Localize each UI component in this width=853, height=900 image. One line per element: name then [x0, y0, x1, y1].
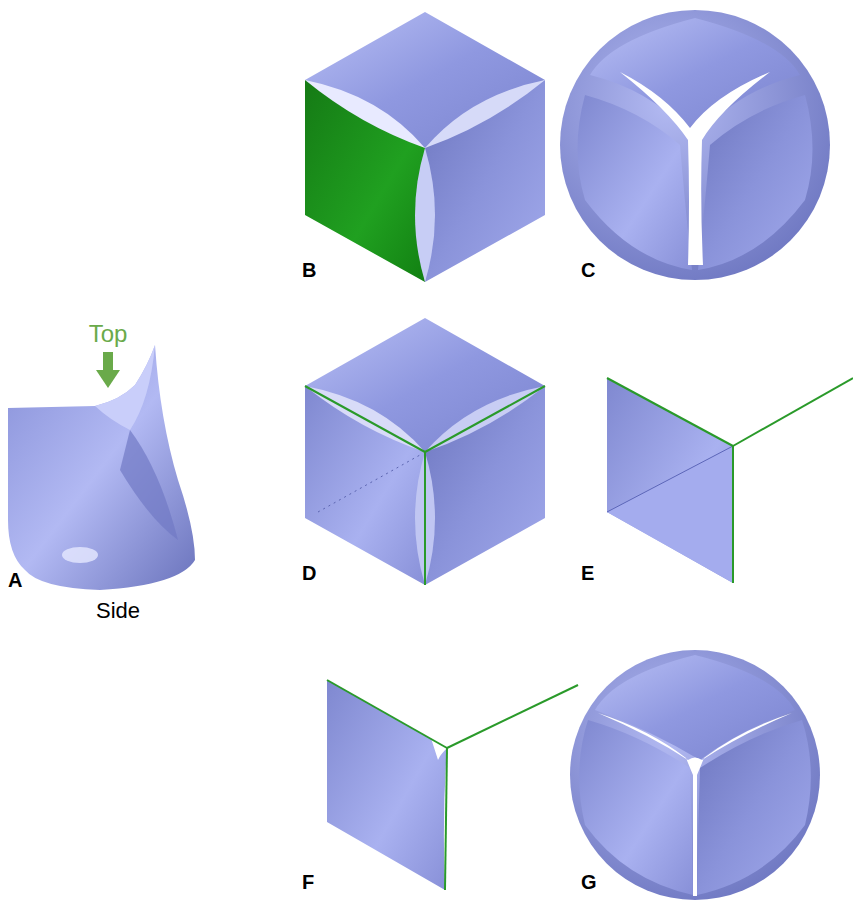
panel-letter: C [581, 260, 595, 280]
cube-d [305, 318, 545, 585]
panel-letter: F [302, 872, 314, 892]
view-label: Top [89, 322, 128, 346]
face-f [327, 680, 578, 890]
direction-arrow [96, 352, 120, 388]
panel-letter: G [581, 872, 597, 892]
panel-letter: A [8, 570, 22, 590]
cusp-solid-a [8, 345, 195, 590]
rounded-cube-g [570, 650, 820, 900]
face-e [607, 378, 853, 583]
panel-letter: D [302, 563, 316, 583]
view-label: Side [96, 600, 140, 622]
cube-b [305, 12, 545, 282]
panel-letter: E [581, 563, 594, 583]
panel-letter: B [302, 260, 316, 280]
rounded-cube-c [560, 10, 830, 280]
